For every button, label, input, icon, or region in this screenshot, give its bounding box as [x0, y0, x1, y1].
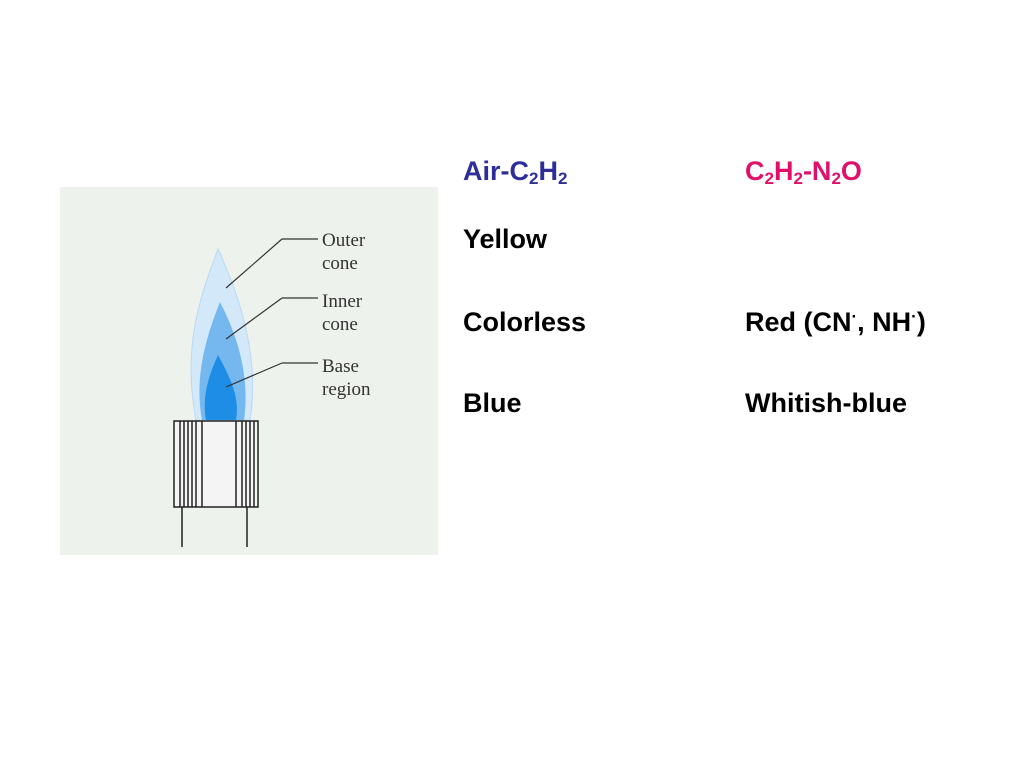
- outer-cone-air-color: Yellow: [463, 224, 548, 254]
- burner-flame-illustration: [173, 238, 318, 547]
- inner-cone-air-color: Colorless: [463, 307, 587, 337]
- burner-head: [173, 420, 259, 508]
- leader-lines: [225, 238, 318, 388]
- air-acetylene-header: Air-C2H2: [463, 156, 568, 188]
- base-region-air-color: Blue: [463, 388, 522, 418]
- inner-cone-n2o-color: Red (CN·, NH·): [745, 307, 926, 337]
- acetylene-nitrous-oxide-header: C2H2-N2O: [745, 156, 862, 188]
- base-region-label: Base region: [322, 356, 371, 400]
- inner-cone-label: Inner cone: [322, 291, 363, 335]
- outer-cone-leader: [225, 238, 283, 289]
- burner-stem: [181, 507, 248, 547]
- inner-cone-leader: [225, 297, 283, 340]
- flame-diagram: Outer cone Inner cone Base region: [60, 187, 438, 555]
- base-region-n2o-color: Whitish-blue: [745, 388, 907, 418]
- base-region-leader: [225, 362, 283, 388]
- base-region-shape: [204, 355, 237, 420]
- outer-cone-label: Outer cone: [322, 230, 366, 274]
